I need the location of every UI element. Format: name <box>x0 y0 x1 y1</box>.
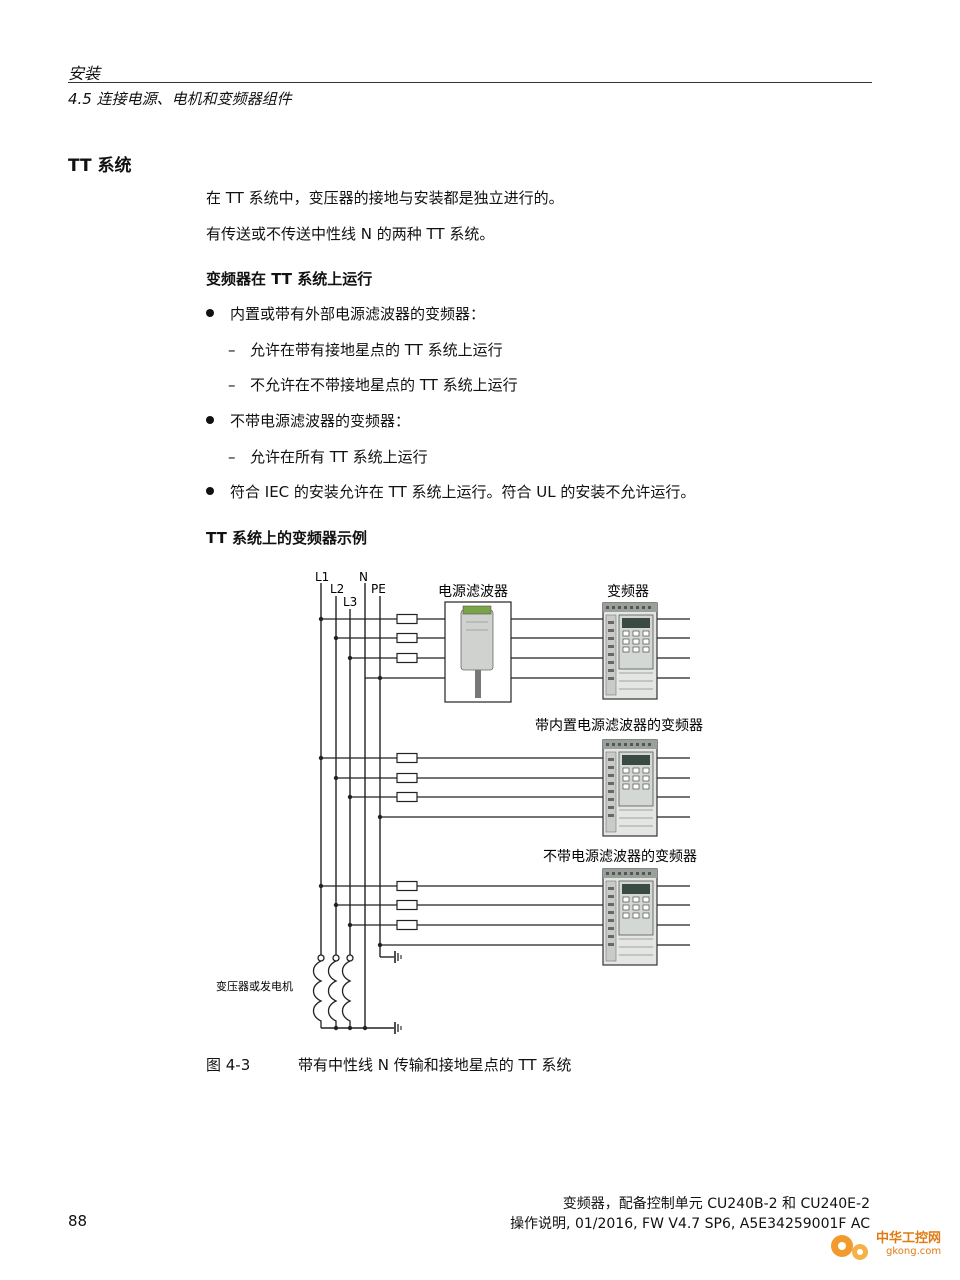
transformer-coils <box>312 954 394 1029</box>
header-chapter: 安装 <box>68 64 101 83</box>
fuse-icon <box>396 613 418 625</box>
fuse-icon <box>396 791 418 803</box>
transformer-label: 变压器或发电机 <box>216 979 293 993</box>
paragraph-2: 有传送或不传送中性线 N 的两种 TT 系统。 <box>206 225 495 243</box>
bus-label-l3: L3 <box>343 595 357 609</box>
paragraph-1: 在 TT 系统中，变压器的接地与安装都是独立进行的。 <box>206 189 564 207</box>
fuse-icon <box>396 772 418 784</box>
watermark-name: 中华工控网 <box>876 1230 941 1246</box>
fuse-icon <box>396 919 418 931</box>
figure-number: 图 4-3 <box>206 1056 251 1074</box>
bus-label-n: N <box>359 570 368 584</box>
inverter-icon <box>602 739 658 837</box>
header-section: 4.5 连接电源、电机和变频器组件 <box>68 90 292 108</box>
list-item: 不带电源滤波器的变频器： <box>206 410 410 431</box>
fuse-icon <box>396 652 418 664</box>
footer-title: 变频器，配备控制单元 CU240B-2 和 CU240E-2 <box>562 1196 870 1212</box>
filter-label: 电源滤波器 <box>438 584 508 600</box>
figure-caption: 带有中性线 N 传输和接地星点的 TT 系统 <box>298 1056 572 1074</box>
list-subitem: –不允许在不带接地星点的 TT 系统上运行 <box>228 376 518 394</box>
bus-label-pe: PE <box>371 582 386 596</box>
bullet-dot <box>206 415 214 424</box>
fuse-icon <box>396 899 418 911</box>
section-title: TT 系统 <box>68 156 132 176</box>
list-item: 符合 IEC 的安装允许在 TT 系统上运行。符合 UL 的安装不允许运行。 <box>206 481 695 502</box>
page-number: 88 <box>68 1212 88 1230</box>
list-item: 内置或带有外部电源滤波器的变频器： <box>206 303 485 324</box>
ground-icon <box>394 1021 402 1035</box>
subheading-operation: 变频器在 TT 系统上运行 <box>206 270 373 288</box>
inverter-no-filter-label: 不带电源滤波器的变频器 <box>543 849 697 865</box>
line-filter-icon <box>444 601 512 703</box>
gear-icon <box>831 1235 868 1260</box>
subheading-example: TT 系统上的变频器示例 <box>206 529 368 547</box>
fuse-icon <box>396 752 418 764</box>
inverter-internal-filter-label: 带内置电源滤波器的变频器 <box>535 718 703 734</box>
fuse-icon <box>396 632 418 644</box>
ground-icon <box>394 950 402 964</box>
inverter-icon <box>602 868 658 966</box>
bullet-dot <box>206 486 214 495</box>
bullet-dot <box>206 308 214 317</box>
fuse-icon <box>396 880 418 892</box>
list-subitem: –允许在带有接地星点的 TT 系统上运行 <box>228 341 503 359</box>
footer-doc-info: 操作说明, 01/2016, FW V4.7 SP6, A5E34259001F… <box>510 1216 870 1232</box>
list-subitem: –允许在所有 TT 系统上运行 <box>228 448 428 466</box>
bus-label-l2: L2 <box>330 582 344 596</box>
watermark-url: gkong.com <box>886 1246 941 1257</box>
inverter-icon <box>602 602 658 700</box>
inverter-label: 变频器 <box>607 584 649 600</box>
header-rule <box>68 82 872 83</box>
watermark-logo: 中华工控网 gkong.com <box>831 1230 941 1260</box>
bus-label-l1: L1 <box>315 570 329 584</box>
